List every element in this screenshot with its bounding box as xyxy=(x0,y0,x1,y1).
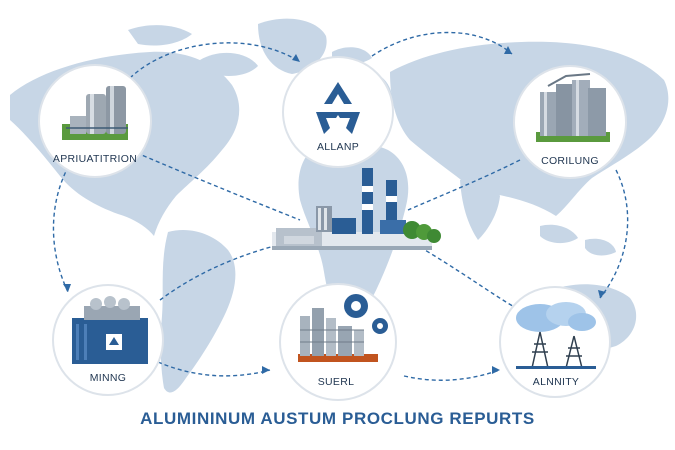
node-top-left: APRIUATITRION xyxy=(38,64,152,178)
smelter-gears-icon xyxy=(298,294,388,362)
node-bottom-right-label: ALNNITY xyxy=(533,376,579,388)
node-top-center-label: ALLANP xyxy=(317,141,359,153)
line-topright-factory xyxy=(407,159,521,211)
silos-icon xyxy=(536,73,610,142)
node-top-right: CORILUNG xyxy=(513,65,627,179)
mining-plant-icon xyxy=(72,296,148,364)
node-top-left-label: APRIUATITRION xyxy=(53,153,137,165)
node-bottom-left: MINNG xyxy=(52,284,164,396)
power-lines-cloud-icon xyxy=(516,302,596,369)
node-top-right-label: CORILUNG xyxy=(541,155,599,167)
arc-right-vertical xyxy=(599,169,629,299)
line-topleft-factory xyxy=(129,149,301,221)
node-bottom-right: ALNNITY xyxy=(499,286,611,398)
node-bottom-center-label: SUERL xyxy=(318,376,355,388)
recycle-icon xyxy=(316,82,360,134)
arc-bottomcenter-bottomright xyxy=(403,369,501,381)
arc-topcenter-topright xyxy=(371,31,513,57)
node-top-center: ALLANP xyxy=(282,56,394,168)
diagram-title: ALUMININUM AUSTUM PROCLUNG REPURTS xyxy=(140,409,535,428)
storage-tanks-icon xyxy=(62,86,128,140)
arc-left-vertical xyxy=(52,159,73,293)
factory-icon xyxy=(272,168,441,250)
line-factory-bottomright xyxy=(407,239,521,311)
arc-bottomleft-bottomcenter xyxy=(157,361,271,377)
node-bottom-center: SUERL xyxy=(279,283,397,401)
node-bottom-left-label: MINNG xyxy=(90,372,127,384)
arrow-heads xyxy=(63,46,606,374)
